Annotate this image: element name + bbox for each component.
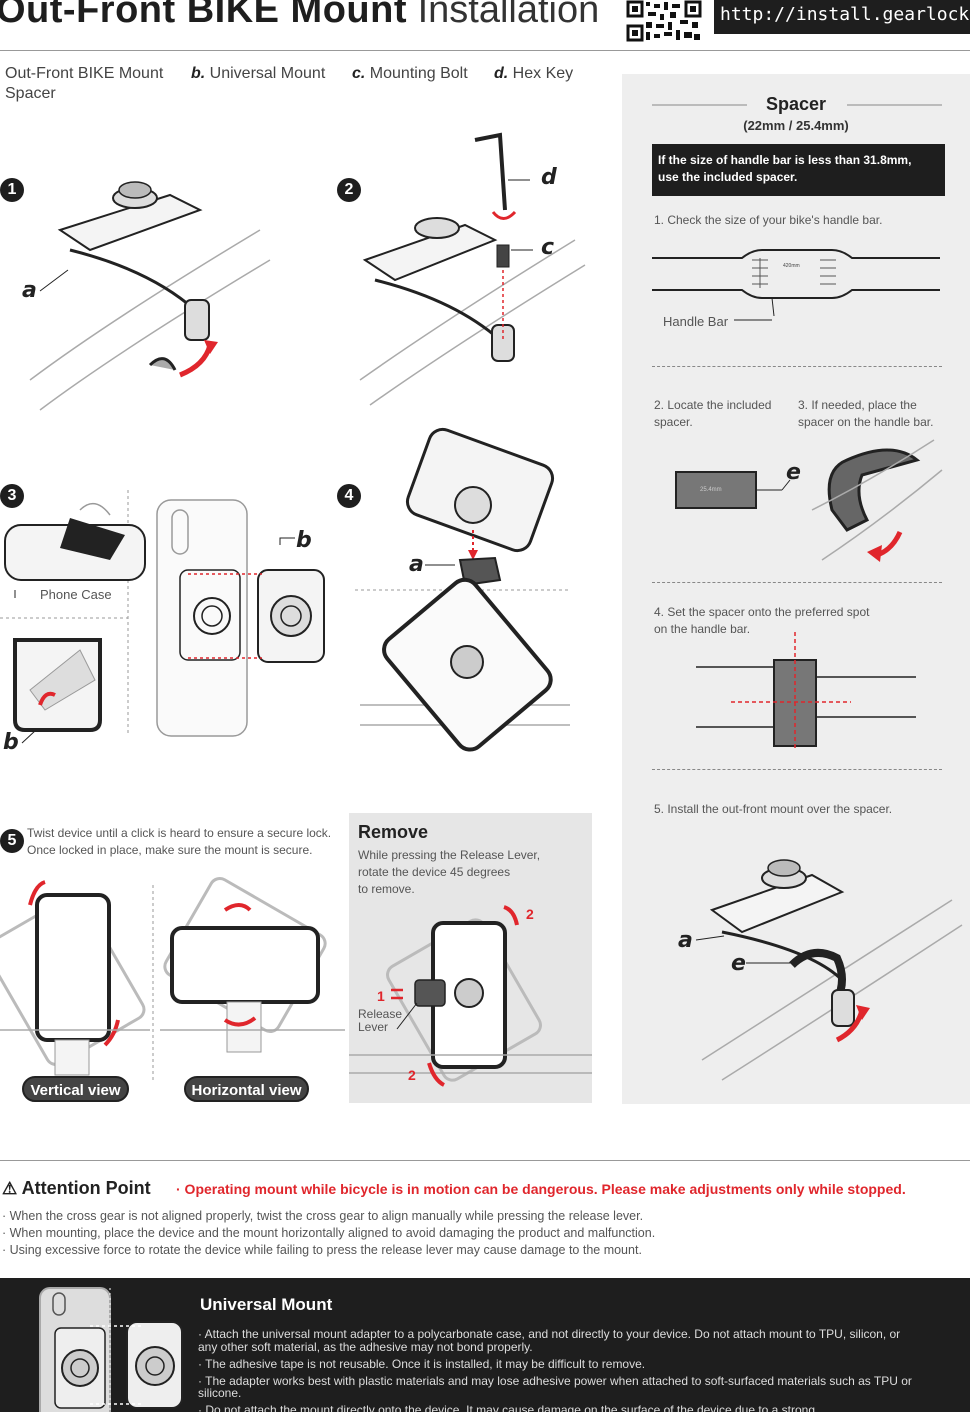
callout-a-install: a: [678, 928, 693, 953]
remove-step-2-top: 2: [526, 906, 534, 922]
part-d-label: d. Hex Key: [494, 65, 574, 82]
spacer-note: If the size of handle bar is less than 3…: [652, 144, 945, 196]
divider: [0, 1160, 970, 1161]
spacer-panel: [622, 74, 970, 1104]
spacer-size-label: 25.4mm: [700, 487, 722, 493]
step-3-illustration: [0, 490, 325, 744]
list-item: · Do not attach the mount directly onto …: [198, 1403, 816, 1412]
callout-b-case: b: [3, 730, 19, 755]
remove-illustration: [349, 905, 592, 1087]
callout-a-step4: a: [409, 552, 424, 577]
list-item: · Using excessive force to rotate the de…: [2, 1243, 642, 1257]
step-5-text-2: Once locked in place, make sure the moun…: [27, 843, 313, 857]
callout-b-step3: b: [296, 528, 312, 553]
callout-a: a: [22, 278, 37, 303]
attention-warning: · Operating mount while bicycle is in mo…: [176, 1181, 906, 1197]
list-item: · When mounting, place the device and th…: [2, 1226, 656, 1240]
step-4-badge: 4: [337, 484, 361, 508]
universal-mount-list: · Attach the universal mount adapter to …: [198, 1328, 918, 1412]
horizontal-view-label: Horizontal view: [184, 1076, 309, 1102]
page-title: Out-Front BIKE Mount Installation: [0, 0, 600, 31]
callout-e-install: e: [731, 951, 746, 976]
vertical-view-label: Vertical view: [22, 1076, 129, 1102]
step-4-illustration: [355, 427, 570, 752]
attention-title: ⚠ Attention Point: [2, 1178, 151, 1198]
step-3-badge: 3: [0, 484, 24, 508]
remove-text-1: While pressing the Release Lever,: [358, 848, 541, 862]
spacer-title-rule: [652, 104, 942, 106]
remove-step-1: 1: [377, 988, 385, 1004]
spacer-step-4: 4. Set the spacer onto the preferred spo…: [654, 605, 870, 636]
part-b-label: b. Universal Mount: [191, 65, 326, 82]
spacer-title: Spacer: [765, 94, 827, 114]
step-1-badge: 1: [0, 178, 24, 202]
remove-text-2: rotate the device 45 degrees: [358, 865, 511, 879]
phone-case-label: Phone Case: [40, 587, 112, 602]
callout-d: d: [541, 165, 557, 190]
spacer-step-1: 1. Check the size of your bike's handle …: [654, 213, 883, 227]
list-item: · The adapter works best with plastic ma…: [198, 1373, 912, 1400]
attention-list: · When the cross gear is not aligned pro…: [2, 1208, 655, 1259]
handle-bar-label: Handle Bar: [663, 314, 729, 329]
list-item: · When the cross gear is not aligned pro…: [2, 1209, 644, 1223]
warning-icon: ⚠: [2, 1179, 18, 1198]
qr-code-icon[interactable]: [626, 0, 702, 42]
remove-title: Remove: [358, 822, 429, 842]
callout-c: c: [541, 235, 555, 260]
bar-size-label: 420mm: [783, 263, 800, 269]
step-5-illustration: [0, 877, 345, 1080]
divider: [652, 582, 942, 583]
install-url-link[interactable]: http://install.gearlock.com: [714, 0, 970, 34]
spacer-install-illustration: [695, 859, 963, 1081]
list-item: · The adhesive tape is not reusable. Onc…: [198, 1356, 646, 1371]
list-item: · Attach the universal mount adapter to …: [198, 1327, 901, 1354]
divider: [652, 366, 942, 367]
divider: [652, 769, 942, 770]
callout-e-spacer: e: [786, 460, 801, 485]
handle-bar-diagram: [652, 249, 940, 321]
universal-mount-title: Universal Mount: [200, 1295, 333, 1314]
step-5-badge: 5: [0, 829, 24, 853]
step-5-text-1: Twist device until a click is heard to e…: [27, 826, 332, 840]
remove-step-2-bottom: 2: [408, 1067, 416, 1083]
step-2-badge: 2: [337, 178, 361, 202]
universal-mount-illustration: [39, 1287, 183, 1412]
remove-text-3: to remove.: [358, 882, 415, 896]
spacer-step-5: 5. Install the out-front mount over the …: [654, 802, 893, 816]
part-c-label: c. Mounting Bolt: [352, 65, 468, 82]
step-1-illustration: [29, 181, 271, 411]
spacer-subtitle: (22mm / 25.4mm): [743, 118, 849, 133]
step-2-illustration: [359, 132, 586, 406]
spacer-placement-diagram: [696, 632, 916, 750]
part-a-label: Out-Front BIKE Mount Spacer: [5, 65, 164, 102]
spacer-part-illustration: [675, 439, 943, 562]
divider: [0, 50, 970, 51]
